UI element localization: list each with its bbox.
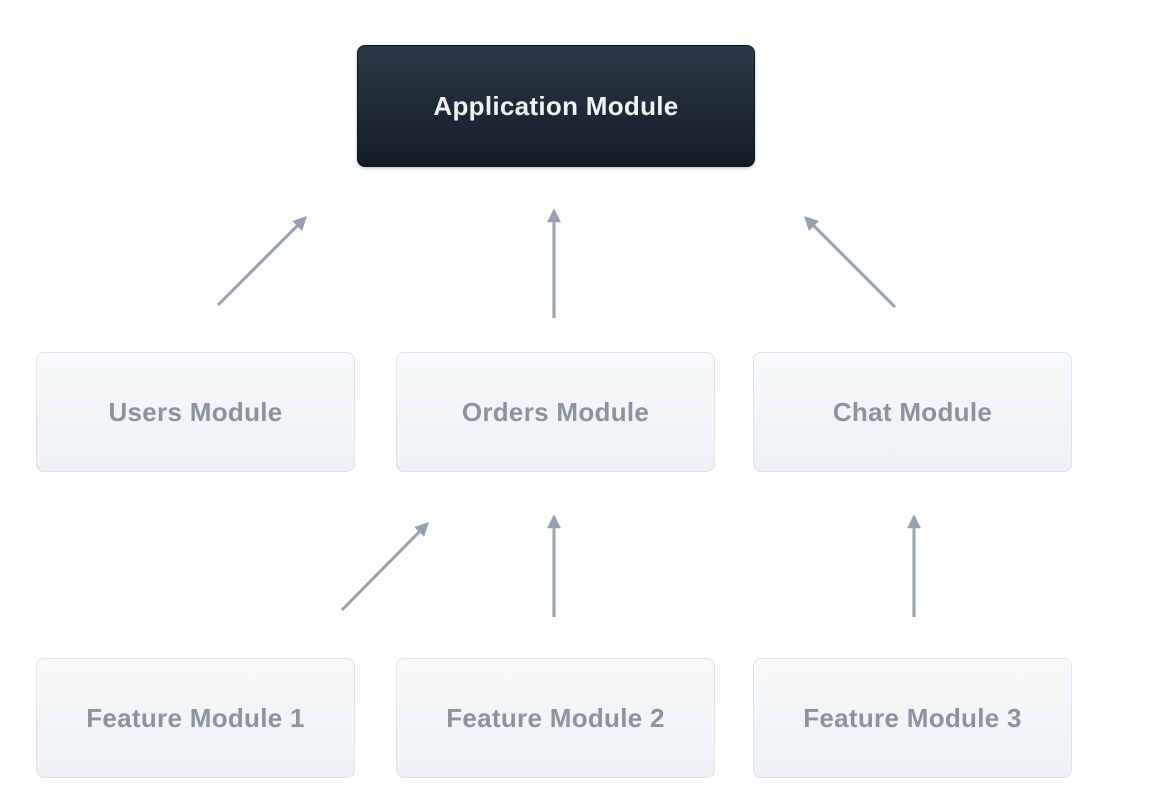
node-orders-module: Orders Module bbox=[396, 352, 715, 472]
node-application-module-label: Application Module bbox=[433, 90, 679, 121]
arrow-chat-to-application bbox=[804, 216, 897, 309]
node-users-module: Users Module bbox=[36, 352, 355, 472]
node-orders-module-label: Orders Module bbox=[461, 396, 650, 427]
node-users-module-label: Users Module bbox=[108, 396, 283, 427]
node-feature-module-2: Feature Module 2 bbox=[396, 658, 715, 778]
arrow-feature1-to-orders bbox=[340, 522, 429, 612]
node-feature-module-3-label: Feature Module 3 bbox=[803, 702, 1022, 733]
node-chat-module: Chat Module bbox=[753, 352, 1072, 472]
node-feature-module-3: Feature Module 3 bbox=[753, 658, 1072, 778]
arrow-users-to-application bbox=[216, 216, 307, 307]
node-feature-module-2-label: Feature Module 2 bbox=[446, 702, 665, 733]
node-feature-module-1: Feature Module 1 bbox=[36, 658, 355, 778]
node-application-module: Application Module bbox=[357, 45, 755, 167]
node-chat-module-label: Chat Module bbox=[832, 396, 993, 427]
node-feature-module-1-label: Feature Module 1 bbox=[86, 702, 305, 733]
